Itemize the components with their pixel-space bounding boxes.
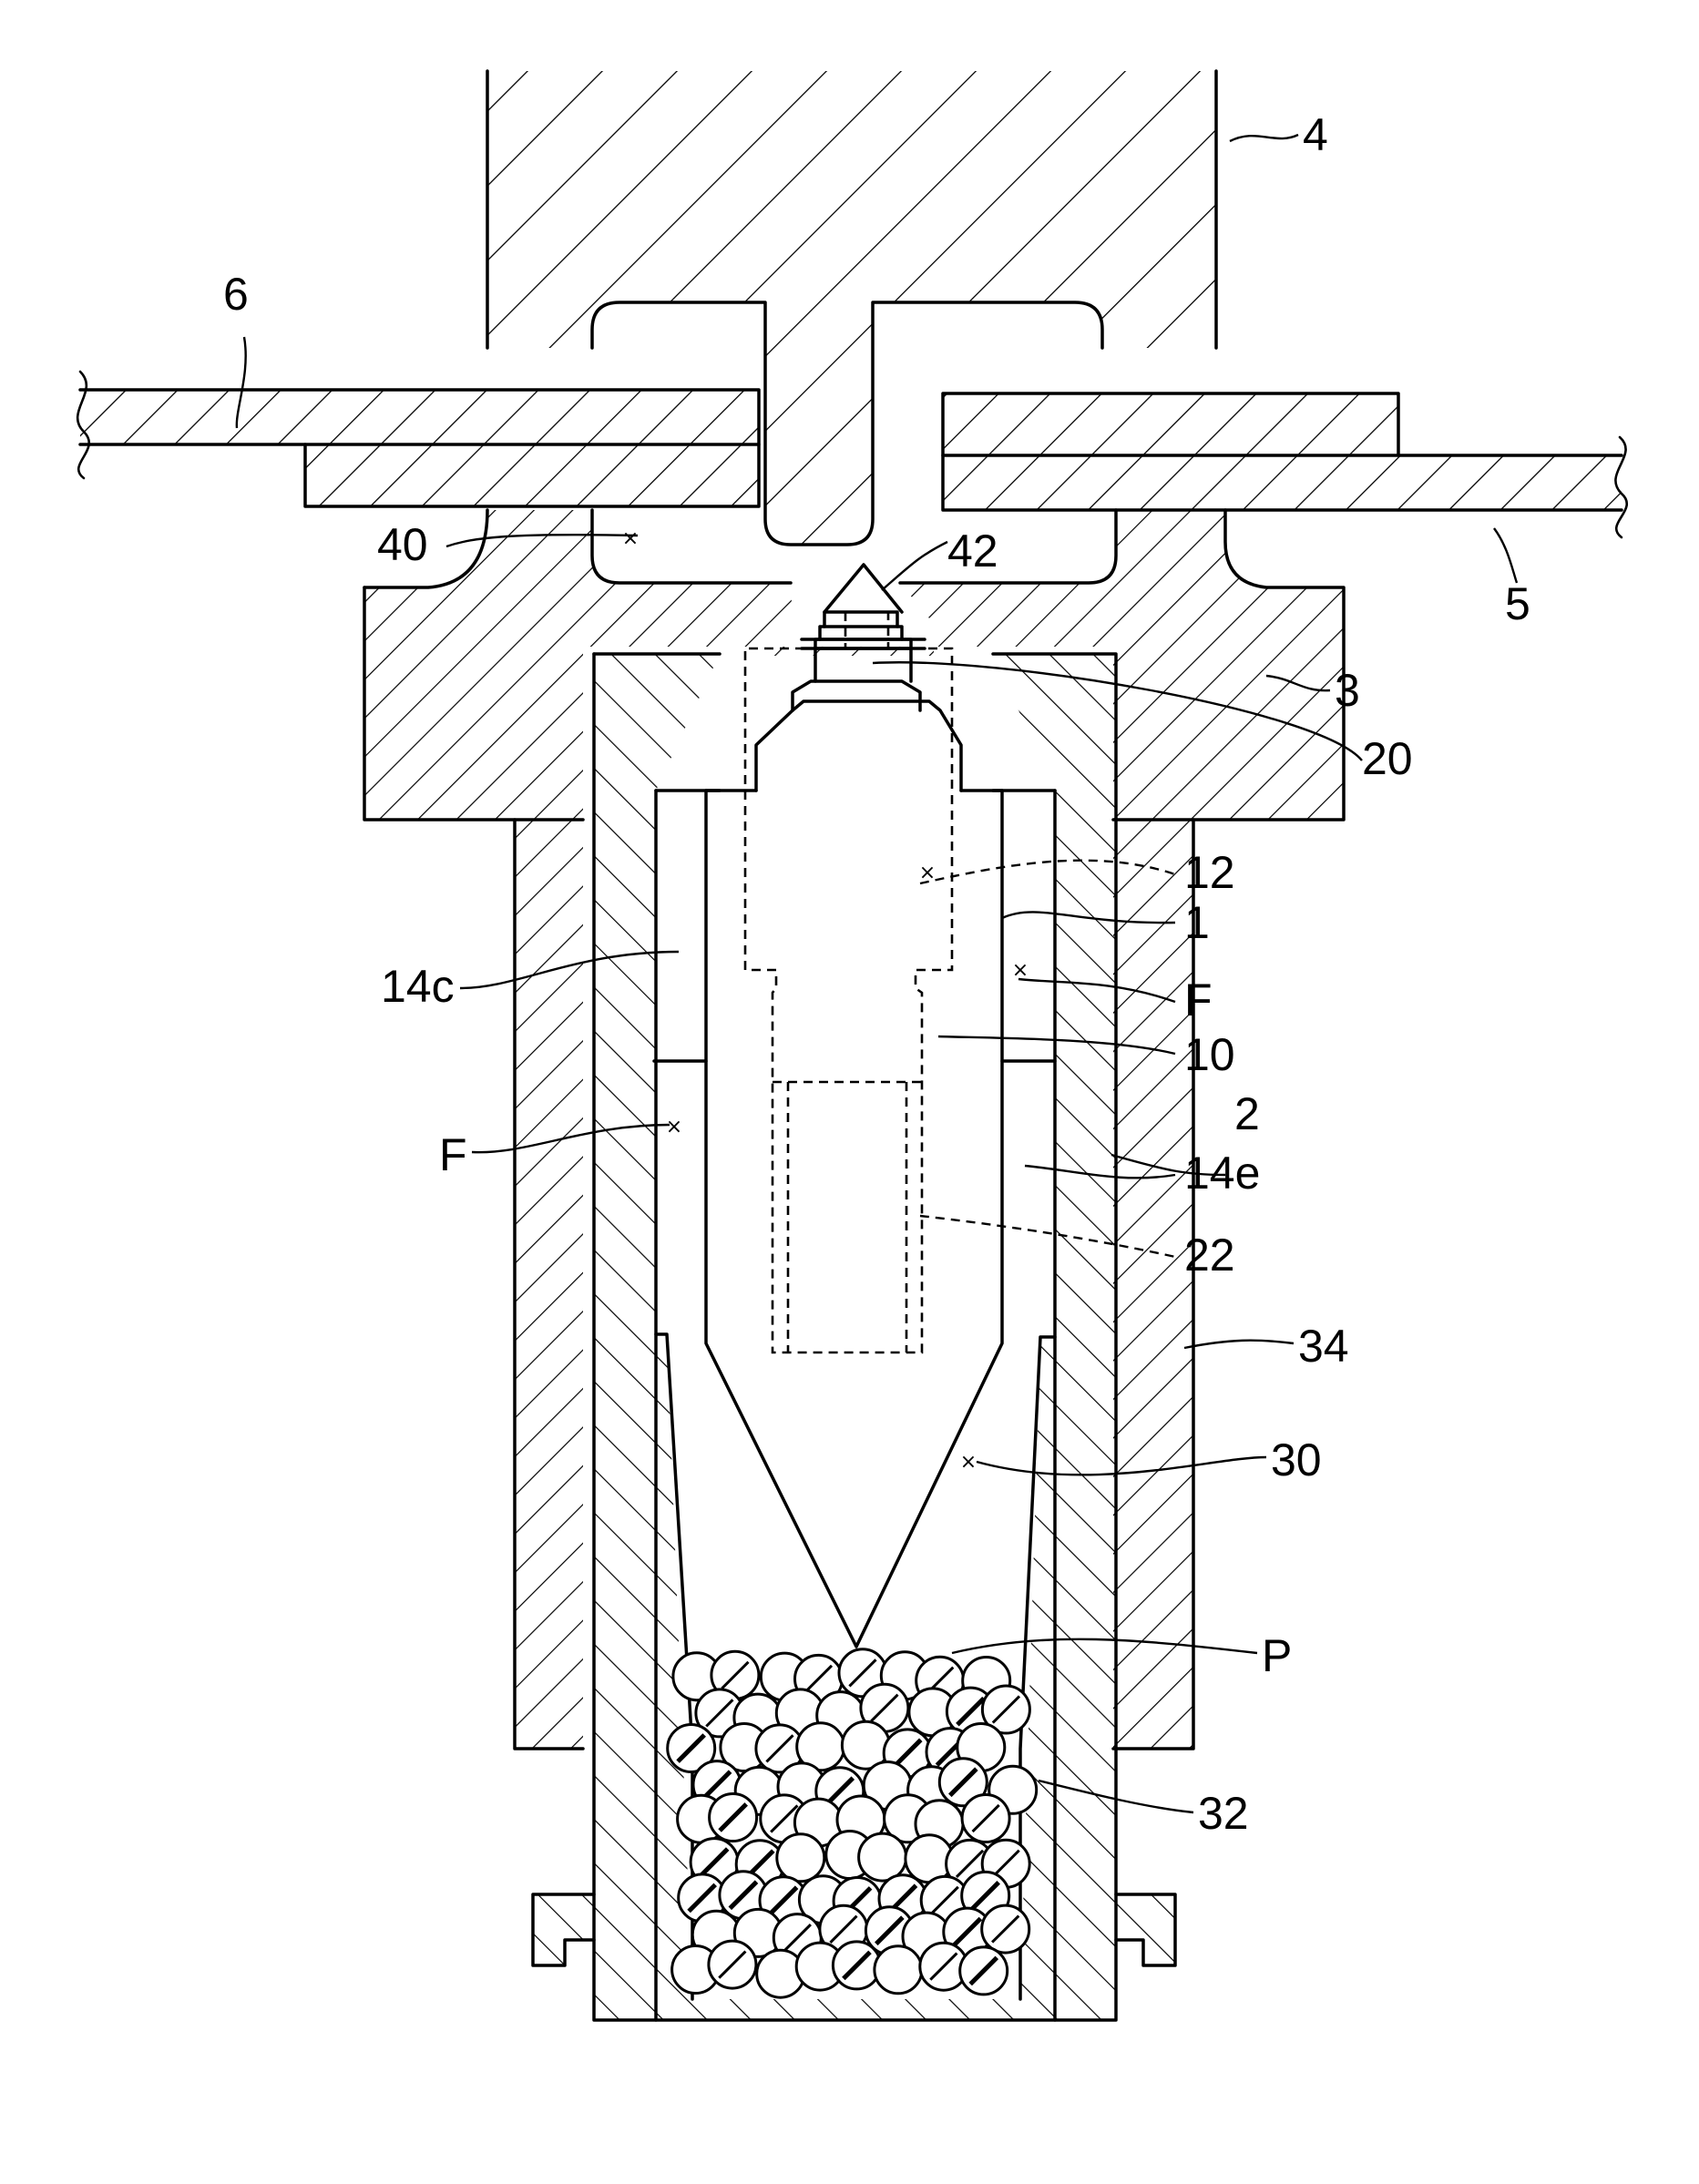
label-3: 3 [1335, 665, 1360, 716]
label-22: 22 [1184, 1230, 1235, 1281]
label-4: 4 [1303, 109, 1328, 160]
svg-text:×: × [666, 1116, 682, 1138]
plate-5 [943, 455, 1622, 510]
label-20: 20 [1362, 733, 1413, 784]
label-10: 10 [1184, 1029, 1235, 1080]
label-30: 30 [1271, 1434, 1322, 1485]
pellet [875, 1946, 922, 1994]
label-2: 2 [1234, 1088, 1260, 1139]
label-42: 42 [947, 526, 998, 577]
pellet [777, 1834, 824, 1882]
label-32: 32 [1198, 1788, 1249, 1839]
label-F-left: F [439, 1129, 467, 1180]
svg-text:×: × [919, 862, 936, 884]
pellet [859, 1833, 906, 1881]
label-14e: 14e [1184, 1148, 1260, 1199]
label-34: 34 [1298, 1321, 1349, 1372]
hidden-lines-12-22 [745, 612, 952, 1352]
label-12: 12 [1184, 847, 1235, 898]
label-F-right: F [1184, 975, 1213, 1026]
label-1: 1 [1184, 897, 1210, 948]
svg-text:×: × [960, 1451, 977, 1474]
plate-5-left [305, 444, 759, 506]
label-6: 6 [223, 269, 249, 320]
label-P: P [1262, 1630, 1292, 1681]
label-40: 40 [377, 519, 428, 570]
reference-numerals: 4 6 40 42 5 3 20 12 1 14c F 10 2 F 14e 2… [223, 109, 1530, 1839]
plate-6-right [943, 393, 1398, 455]
holder-3 [364, 510, 1344, 820]
label-5: 5 [1505, 578, 1530, 629]
label-14c: 14c [381, 961, 455, 1012]
svg-text:×: × [1012, 959, 1029, 982]
svg-text:×: × [622, 527, 639, 550]
gas-generant-pellets [668, 1649, 1037, 1997]
igniter-1 [654, 565, 1055, 1647]
plate-6 [80, 390, 759, 444]
